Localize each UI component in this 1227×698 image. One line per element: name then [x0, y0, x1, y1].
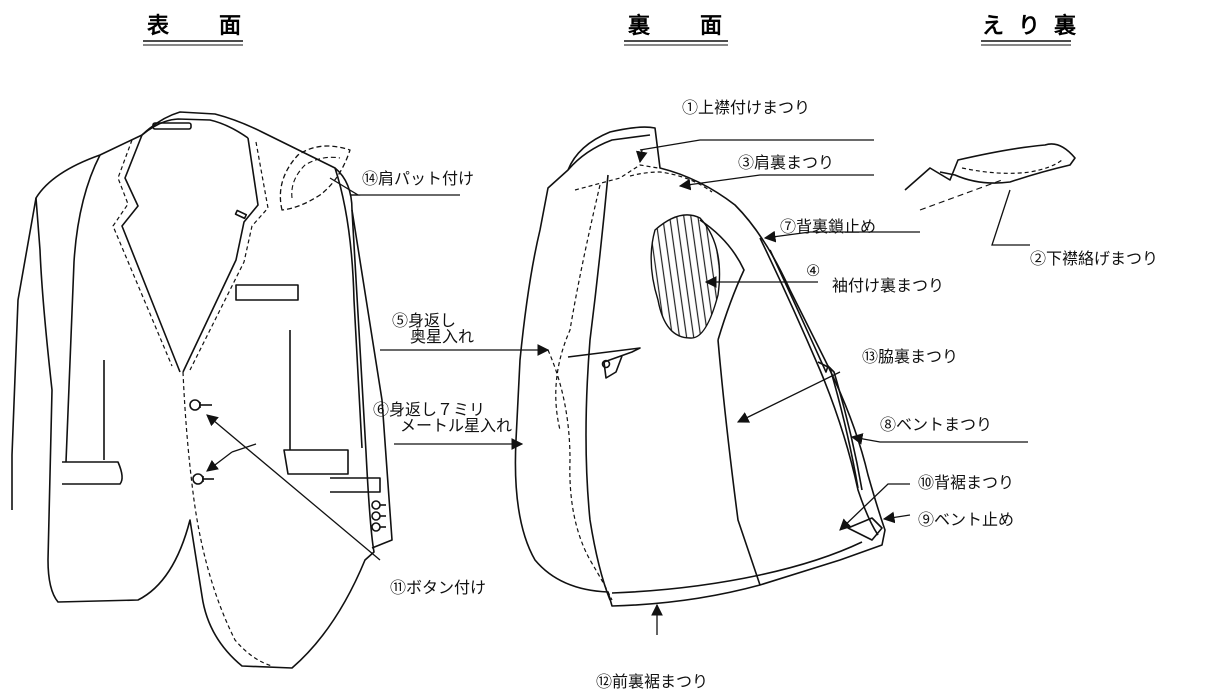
heading-back: 裏 面	[624, 13, 736, 46]
label-button-sewing: ⑪ボタン付け	[390, 578, 486, 597]
inside-jacket-drawing	[514, 126, 886, 607]
label-back-hem-stitch: ⑩背裾まつり	[918, 473, 1014, 492]
label-facing-inner-tack-line2: 奥星入れ	[410, 327, 474, 346]
label-armhole-lining-num: ④	[806, 261, 820, 280]
label-shoulder-lining-stitch: ③肩裏まつり	[738, 153, 834, 172]
label-shoulder-pad: ⑭肩パット付け	[362, 169, 474, 188]
label-armhole-lining-stitch: 袖付け裏まつり	[832, 276, 944, 295]
label-front-lining-hem: ⑫前裏裾まつり	[596, 672, 708, 691]
label-side-lining-stitch: ⑬脇裏まつり	[862, 347, 958, 366]
heading-back-text: 裏 面	[628, 13, 736, 39]
leader-lines	[206, 139, 1030, 635]
label-under-collar-stitch: ②下襟絡げまつり	[1030, 249, 1158, 268]
labels: ①上襟付けまつり ②下襟絡げまつり ③肩裏まつり ④ 袖付け裏まつり ⑤身返し …	[362, 98, 1158, 691]
front-jacket-drawing	[11, 111, 393, 669]
label-facing-7mm-tack-line1: ⑥身返し７ミリ	[373, 400, 485, 419]
heading-collar-back-text: えり裏	[982, 13, 1090, 39]
heading-front: 表 面	[143, 14, 255, 46]
label-upper-collar-stitch: ①上襟付けまつり	[682, 98, 810, 117]
label-back-lining-chain: ⑦背裏鎖止め	[780, 217, 876, 236]
heading-collar-back: えり裏	[981, 13, 1090, 46]
heading-front-text: 表 面	[147, 14, 255, 39]
label-vent-stitch: ⑧ベントまつり	[880, 415, 992, 434]
label-facing-7mm-tack-line2: メートル星入れ	[400, 416, 512, 435]
label-facing-inner-tack-line1: ⑤身返し	[392, 311, 456, 330]
label-vent-tack: ⑨ベント止め	[918, 510, 1014, 529]
collar-back-drawing	[904, 143, 1076, 211]
